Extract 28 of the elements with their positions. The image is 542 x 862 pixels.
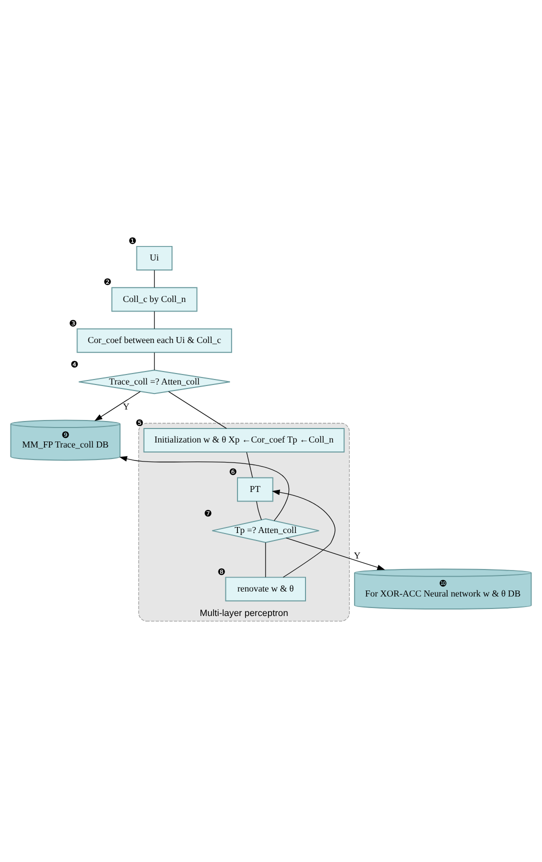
connector [154,310,155,329]
connector [246,451,253,478]
edge-label: Y [122,400,130,411]
node-label: ❹ [70,359,79,370]
node-label: ❷ [104,276,112,287]
arrow [272,489,336,578]
node-label: ❻ [229,466,238,477]
node-diamond: Trace_coll =? Atten_coll [78,369,230,394]
node-box: PT [236,476,274,502]
node-box: renovate w & θ [225,576,306,601]
node-box: Cor_coef between each Ui & Coll_c [76,328,232,352]
node-label: ❸ [68,318,77,328]
connector [154,352,155,370]
node-diamond: Tp =? Atten_coll [212,518,320,542]
connector [256,500,262,520]
node-box: Ui [136,245,173,270]
arrow [119,456,290,520]
node-label: ❽ [217,566,226,576]
arrow [94,390,141,420]
node-label: ❶ [128,235,136,246]
connector [265,542,266,578]
node-label: ❼ [204,508,212,518]
connector [168,390,227,428]
arrow [286,537,386,570]
node-box: Coll_c by Coll_n [111,286,198,312]
node-box: Initialization w & θ Xp ←Cor_coef Tp ←Coll_n [143,427,345,452]
connector [154,269,155,288]
edge-label: Y [354,550,360,560]
